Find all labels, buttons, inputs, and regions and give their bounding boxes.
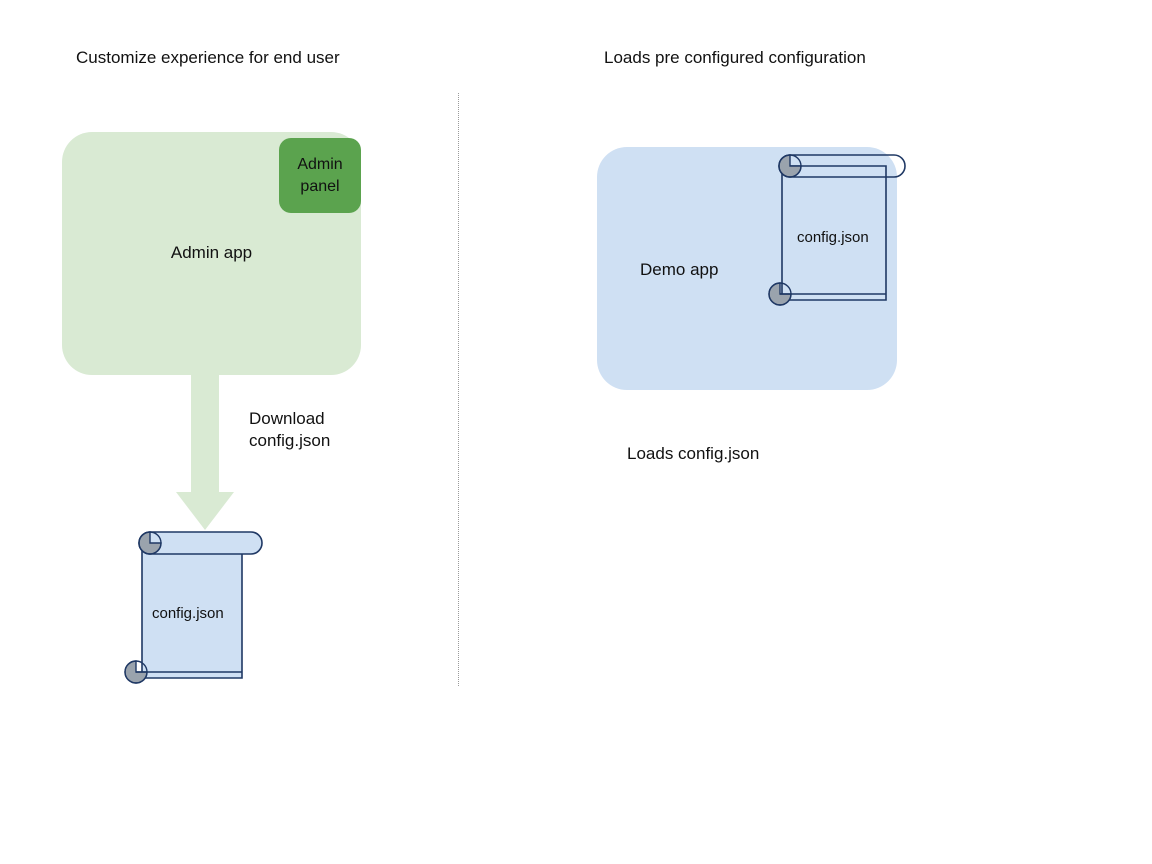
right-column-heading: Loads pre configured configuration <box>604 48 866 67</box>
download-arrow-label: Download config.json <box>249 409 331 450</box>
loads-config-caption: Loads config.json <box>627 444 760 463</box>
left-column-heading: Customize experience for end user <box>76 48 340 67</box>
admin-panel-node[interactable]: Admin panel <box>279 138 361 213</box>
demo-app-container <box>597 147 897 390</box>
demo-app-label: Demo app <box>640 260 719 279</box>
column-divider <box>458 93 459 686</box>
download-arrow-icon <box>176 372 234 530</box>
config-json-label-left: config.json <box>152 605 224 622</box>
config-json-document-left[interactable] <box>118 528 268 688</box>
admin-app-label: Admin app <box>170 243 253 262</box>
config-json-document-right[interactable] <box>768 152 916 310</box>
admin-panel-label-line1: Admin <box>297 155 343 173</box>
admin-panel-label-line2: panel <box>300 177 340 195</box>
config-json-label-right: config.json <box>797 229 869 246</box>
